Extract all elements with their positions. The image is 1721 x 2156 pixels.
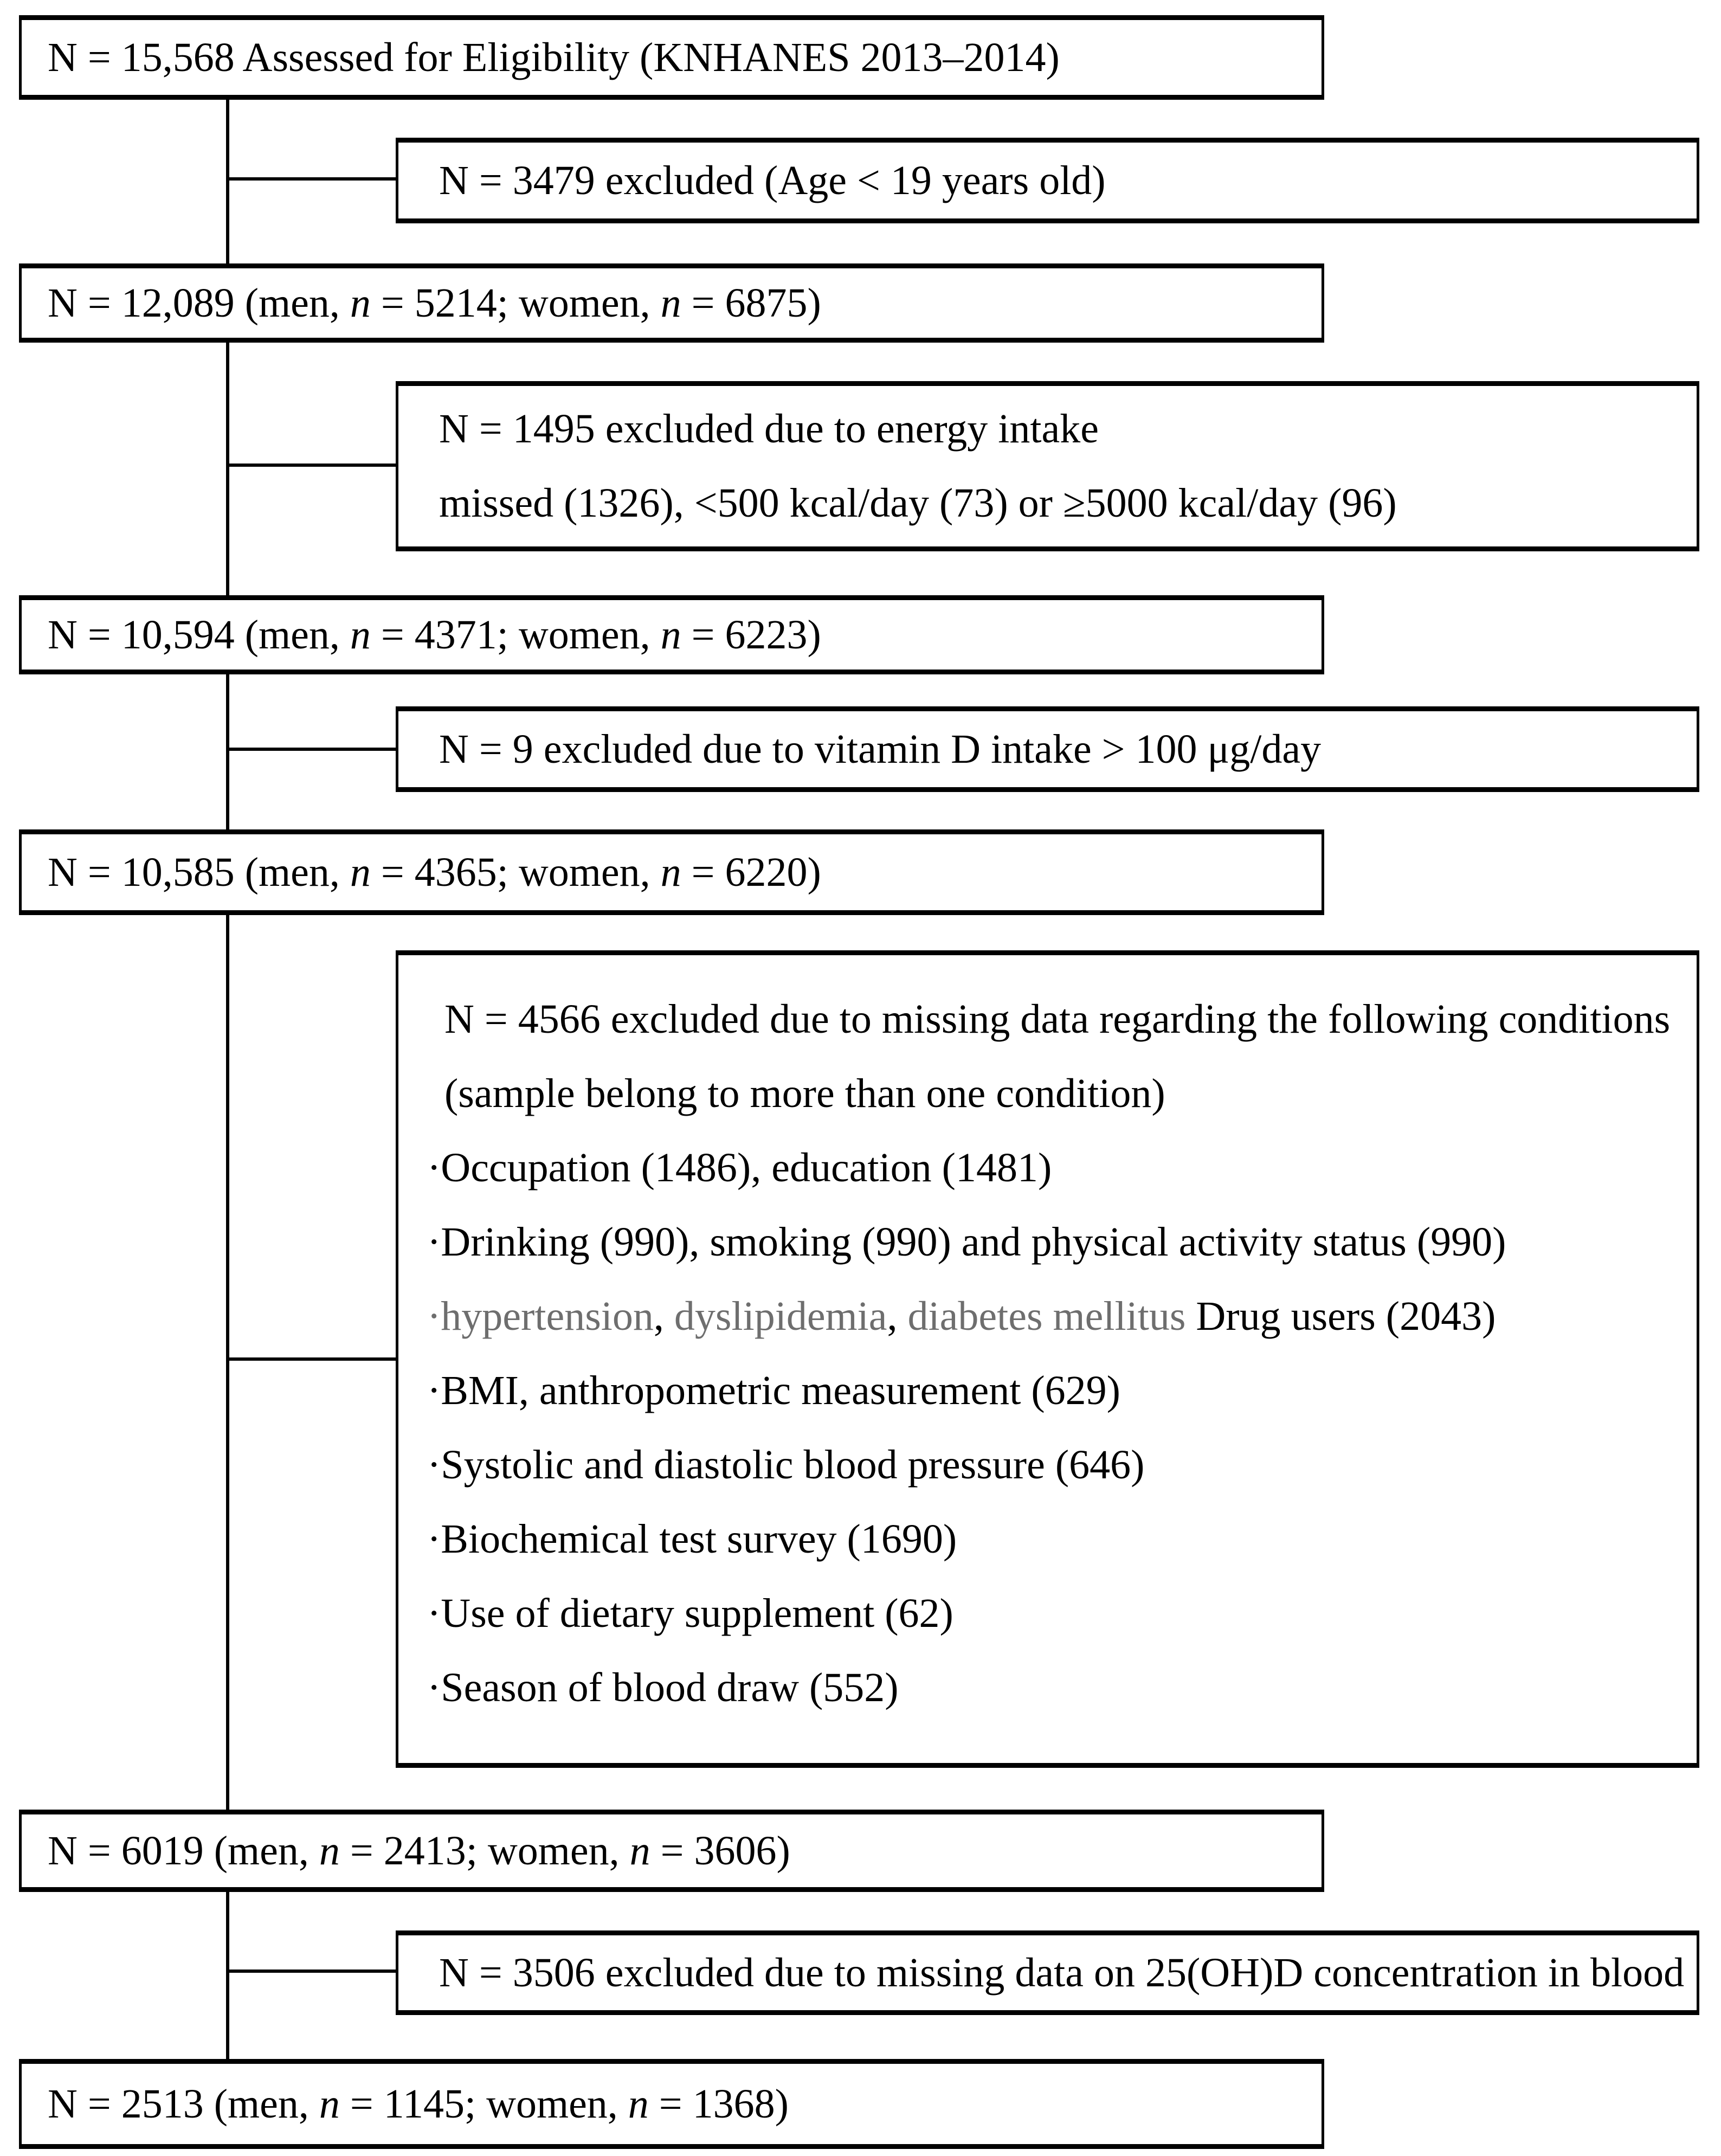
missing-data-item-drinking: ·Drinking (990), smoking (990) and physi… [427, 1219, 1506, 1265]
box-assessed-eligibility-text: N = 15,568 Assessed for Eligibility (KNH… [48, 34, 1060, 80]
box-n6019: N = 6019 (men, n = 2413; women, n = 3606… [19, 1810, 1324, 1892]
missing-data-item-blood-pressure: ·Systolic and diastolic blood pressure (… [427, 1442, 1145, 1488]
missing-data-item-supplement: ·Use of dietary supplement (62) [427, 1591, 953, 1636]
box-n10585: N = 10,585 (men, n = 4365; women, n = 62… [19, 829, 1324, 915]
exclusion-age-text: N = 3479 excluded (Age < 19 years old) [439, 157, 1106, 203]
missing-data-header-1: N = 4566 excluded due to missing data re… [444, 996, 1671, 1042]
branch-line-vitamin-d [226, 748, 399, 751]
missing-data-item-bmi: ·BMI, anthropometric measurement (629) [427, 1368, 1120, 1413]
box-n2513-text: N = 2513 (men, n = 1145; women, n = 1368… [48, 2081, 789, 2127]
branch-line-25ohd [226, 1970, 399, 1973]
trunk-segment-3 [226, 673, 229, 831]
trunk-segment-5 [226, 1891, 229, 2060]
box-n10594: N = 10,594 (men, n = 4371; women, n = 62… [19, 595, 1324, 674]
exclusion-box-vitamin-d: N = 9 excluded due to vitamin D intake >… [396, 706, 1699, 792]
box-n2513: N = 2513 (men, n = 1145; women, n = 1368… [19, 2059, 1324, 2149]
branch-line-energy [226, 464, 399, 467]
missing-data-item-occupation: ·Occupation (1486), education (1481) [427, 1145, 1052, 1190]
box-n6019-text: N = 6019 (men, n = 2413; women, n = 3606… [48, 1827, 790, 1874]
box-n10594-text: N = 10,594 (men, n = 4371; women, n = 62… [48, 612, 821, 658]
box-n10585-text: N = 10,585 (men, n = 4365; women, n = 62… [48, 849, 821, 895]
missing-data-header-2: (sample belong to more than one conditio… [444, 1071, 1165, 1116]
box-n12089-text: N = 12,089 (men, n = 5214; women, n = 68… [48, 280, 821, 326]
trunk-segment-4 [226, 914, 229, 1811]
box-n12089: N = 12,089 (men, n = 5214; women, n = 68… [19, 263, 1324, 343]
exclusion-energy-line-2: missed (1326), <500 kcal/day (73) or ≥50… [439, 480, 1397, 526]
missing-data-item-biochemical: ·Biochemical test survey (1690) [427, 1516, 957, 1562]
exclusion-vitamin-d-text: N = 9 excluded due to vitamin D intake >… [439, 726, 1322, 772]
missing-data-item-season: ·Season of blood draw (552) [427, 1665, 899, 1710]
exclusion-box-energy-intake: N = 1495 excluded due to energy intake m… [396, 381, 1699, 551]
missing-data-item-drug-users: ·hypertension, dyslipidemia, diabetes me… [427, 1293, 1496, 1339]
box-assessed-eligibility: N = 15,568 Assessed for Eligibility (KNH… [19, 15, 1324, 100]
exclusion-box-missing-data: N = 4566 excluded due to missing data re… [396, 950, 1699, 1768]
exclusion-25ohd-text: N = 3506 excluded due to missing data on… [439, 1949, 1685, 1996]
branch-line-missing-data [226, 1357, 399, 1361]
exclusion-box-25ohd: N = 3506 excluded due to missing data on… [396, 1930, 1699, 2015]
branch-line-age [226, 177, 399, 181]
trunk-segment-1 [226, 99, 229, 263]
exclusion-energy-line-1: N = 1495 excluded due to energy intake [439, 406, 1099, 452]
trunk-segment-2 [226, 342, 229, 596]
exclusion-box-age: N = 3479 excluded (Age < 19 years old) [396, 138, 1699, 223]
